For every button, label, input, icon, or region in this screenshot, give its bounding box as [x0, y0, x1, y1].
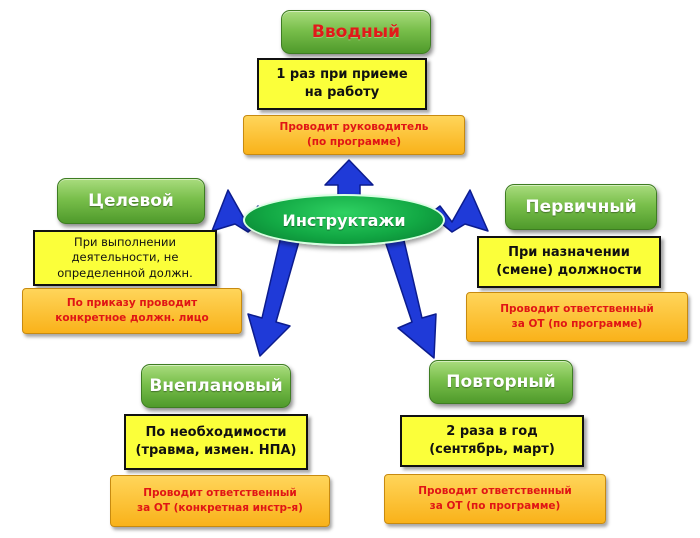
vneplanovy-heading: Внеплановый	[141, 364, 291, 408]
povtorny-title: Повторный	[446, 372, 556, 392]
tselevoy-note-line: По приказу проводит	[66, 296, 198, 309]
pervichny-note-line: Проводит ответственный	[500, 302, 654, 315]
vvodny-info-line: на работу	[304, 85, 380, 100]
tselevoy-note-line: конкретное должн. лицо	[55, 312, 209, 324]
povtorny-info-box: 2 раза в год (сентябрь, март)	[400, 415, 584, 467]
tselevoy-note-box: По приказу проводит конкретное должн. ли…	[22, 288, 242, 334]
pervichny-info-line: При назначении	[508, 245, 630, 261]
vvodny-info-box: 1 раз при приеме на работу	[257, 58, 427, 110]
povtorny-info-line: 2 раза в год	[446, 424, 538, 440]
center-ellipse: Инструктажи	[243, 194, 445, 246]
arrow-up-to-vvodny	[324, 159, 374, 197]
vneplanovy-title: Внеплановый	[149, 376, 283, 396]
vneplanovy-info-line: (травма, измен. НПА)	[135, 443, 297, 458]
tselevoy-title: Целевой	[88, 191, 174, 211]
tselevoy-info-line: При выполнении	[74, 234, 176, 249]
povtorny-note-box: Проводит ответственный за ОТ (по програм…	[384, 474, 606, 524]
pervichny-note-line: за ОТ (по программе)	[511, 318, 643, 330]
vvodny-note-box: Проводит руководитель (по программе)	[243, 115, 465, 155]
povtorny-info-line: (сентябрь, март)	[429, 442, 555, 457]
vvodny-note-line: Проводит руководитель	[279, 120, 429, 133]
tselevoy-info-line: деятельности, не	[71, 250, 179, 265]
pervichny-title: Первичный	[525, 197, 637, 217]
vvodny-heading: Вводный	[281, 10, 431, 54]
center-label: Инструктажи	[282, 210, 406, 230]
pervichny-note-box: Проводит ответственный за ОТ (по програм…	[466, 292, 688, 342]
vneplanovy-note-line: за ОТ (конкретная инстр-я)	[137, 502, 303, 514]
tselevoy-heading: Целевой	[57, 178, 205, 224]
vneplanovy-info-line: По необходимости	[145, 425, 287, 441]
povtorny-heading: Повторный	[429, 360, 573, 404]
povtorny-note-line: Проводит ответственный	[418, 484, 572, 497]
povtorny-note-line: за ОТ (по программе)	[429, 500, 561, 512]
tselevoy-info-line: определенной должн.	[57, 265, 193, 280]
pervichny-info-line: (смене) должности	[496, 263, 642, 278]
vvodny-info-line: 1 раз при приеме	[276, 67, 408, 83]
arrow-to-vneplanovy	[247, 231, 301, 357]
tselevoy-info-box: При выполнении деятельности, не определе…	[33, 230, 217, 286]
vvodny-title: Вводный	[311, 22, 401, 42]
vneplanovy-note-line: Проводит ответственный	[143, 486, 297, 499]
vvodny-note-line: (по программе)	[306, 136, 402, 148]
pervichny-heading: Первичный	[505, 184, 657, 230]
vneplanovy-note-box: Проводит ответственный за ОТ (конкретная…	[110, 475, 330, 527]
arrow-to-povtorny	[383, 231, 437, 359]
pervichny-info-box: При назначении (смене) должности	[477, 236, 661, 288]
vneplanovy-info-box: По необходимости (травма, измен. НПА)	[124, 414, 308, 470]
